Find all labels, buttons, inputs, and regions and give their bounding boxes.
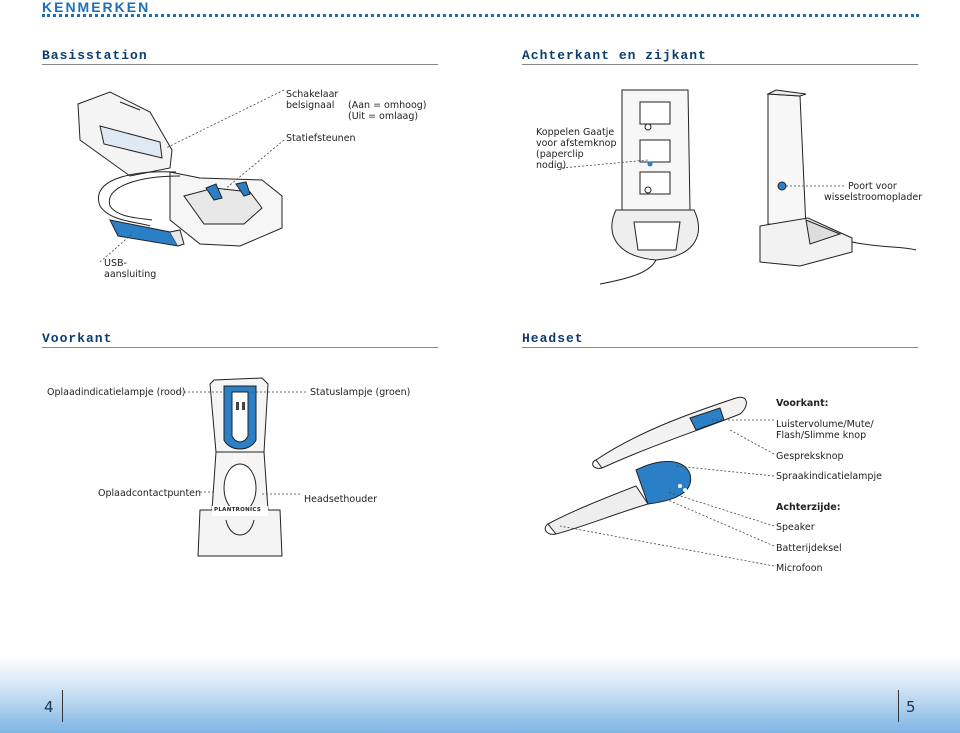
label-port-line2: wisselstroomoplader	[824, 192, 923, 203]
label-status-led: Statuslampje (groen)	[310, 387, 411, 398]
label-call-button: Gespreksknop	[776, 451, 844, 462]
label-front-heading: Voorkant:	[776, 398, 829, 409]
front-stand-illustration	[197, 377, 283, 557]
label-microphone: Microfoon	[776, 563, 823, 574]
base-back-illustration	[599, 89, 700, 285]
label-charge-led: Oplaadindicatielampje (rood)	[47, 387, 186, 398]
label-port-line1: Poort voor	[848, 181, 897, 192]
label-charge-contacts: Oplaadcontactpunten	[98, 488, 202, 499]
page-number-right: 5	[906, 698, 916, 716]
label-usb-line1: USB-	[104, 258, 127, 269]
page-number-divider-right	[898, 690, 899, 722]
section-title-headset: Headset	[522, 331, 584, 346]
page-header-title: KENMERKEN	[42, 0, 151, 15]
label-switch-off: (Uit = omlaag)	[348, 111, 419, 122]
label-pair-line2: voor afstemknop	[536, 138, 617, 149]
label-volume-line2: Flash/Slimme knop	[776, 430, 867, 441]
section-rule-front	[42, 347, 438, 348]
base-side-illustration	[759, 89, 917, 267]
label-switch-on: (Aan = omhoog)	[348, 100, 427, 111]
page-number-divider-left	[62, 690, 63, 722]
header-dotted-rule	[42, 14, 919, 17]
label-pair-line3: (paperclip	[536, 149, 584, 160]
section-rule-base	[42, 64, 438, 65]
label-usb-line2: aansluiting	[104, 269, 157, 280]
label-back-heading: Achterzijde:	[776, 502, 841, 513]
base-station-illustration	[77, 91, 283, 247]
label-stand-supports: Statiefsteunen	[286, 133, 356, 144]
label-speech-led: Spraakindicatielampje	[776, 471, 882, 482]
section-title-base: Basisstation	[42, 48, 148, 63]
section-rule-headset	[522, 347, 918, 348]
label-switch-line1: Schakelaar	[286, 89, 339, 100]
label-pair-line4: nodig)	[536, 160, 567, 171]
page-footer	[0, 655, 960, 733]
label-switch-line2: belsignaal	[286, 100, 335, 111]
section-title-back: Achterkant en zijkant	[522, 48, 707, 63]
label-battery-cover: Batterijdeksel	[776, 543, 842, 554]
label-volume-line1: Luistervolume/Mute/	[776, 419, 874, 430]
section-title-front: Voorkant	[42, 331, 113, 346]
page-number-left: 4	[44, 698, 54, 716]
label-headset-holder: Headsethouder	[304, 494, 377, 505]
label-speaker: Speaker	[776, 522, 815, 533]
label-pair-line1: Koppelen Gaatje	[536, 127, 615, 138]
headset-illustration	[544, 396, 747, 535]
section-rule-back	[522, 64, 918, 65]
plantronics-logo: PLANTRONICS	[214, 507, 262, 513]
